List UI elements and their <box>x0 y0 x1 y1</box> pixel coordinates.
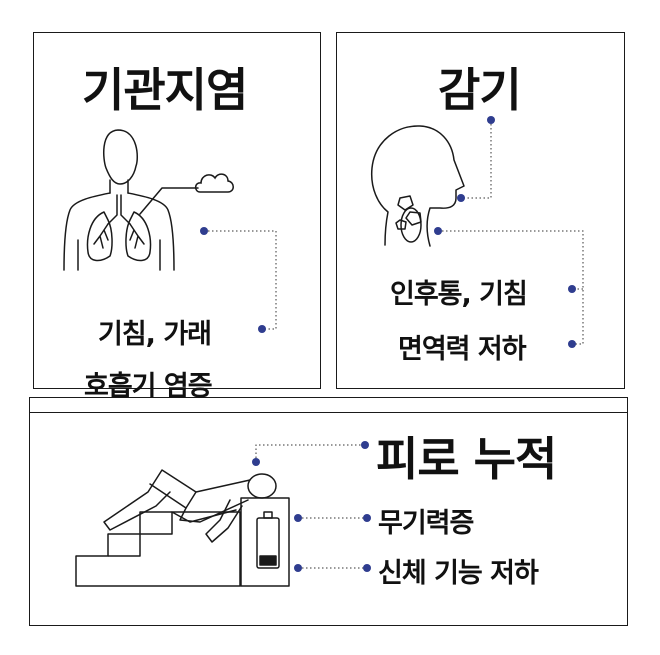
bronchitis-symptom-2: 호흡기 염증 <box>84 371 213 402</box>
panel-divider-line <box>30 412 627 413</box>
cold-symptom-1: 인후통, 기침 <box>390 279 528 310</box>
cold-symptom-2: 면역력 저하 <box>398 334 527 365</box>
fatigue-symptom-2: 신체 기능 저하 <box>378 558 539 589</box>
bronchitis-symptom-1: 기침, 가래 <box>98 319 212 350</box>
cold-title: 감기 <box>438 63 522 117</box>
bronchitis-title: 기관지염 <box>82 63 248 117</box>
fatigue-symptom-1: 무기력증 <box>378 508 474 539</box>
fatigue-title: 피로 누적 <box>376 432 557 486</box>
